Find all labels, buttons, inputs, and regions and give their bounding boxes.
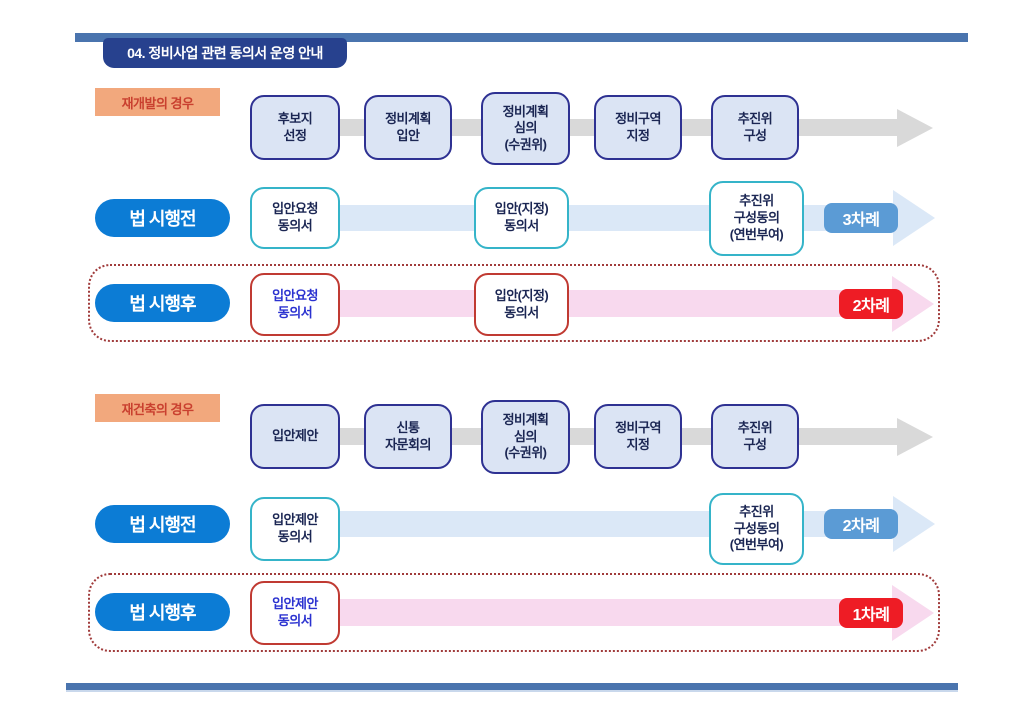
flow-step-plan-draft: 정비계획 입안	[364, 95, 452, 160]
consent-box-proposal: 입안제안 동의서	[250, 497, 340, 561]
phase-pill-after-law: 법 시행후	[95, 284, 230, 322]
consent-box-draft-request-after: 입안요청 동의서	[250, 273, 340, 336]
count-badge-two-times: 2차례	[839, 289, 903, 319]
consent-box-draft-designation-after: 입안(지정) 동의서	[474, 273, 569, 336]
count-badge-three-times: 3차례	[824, 203, 898, 233]
bottom-border-bar	[66, 683, 958, 692]
flow-step-zone-designation-2: 정비구역 지정	[594, 404, 682, 469]
blue-arrowhead-icon	[893, 496, 935, 552]
flow-step-advisory-meeting: 신통 자문회의	[364, 404, 452, 469]
flow-step-candidate-site: 후보지 선정	[250, 95, 340, 160]
section-label-redevelopment: 재개발의 경우	[95, 88, 220, 116]
section-label-reconstruction: 재건축의 경우	[95, 394, 220, 422]
flow-step-plan-review: 정비계획 심의 (수권위)	[481, 92, 570, 165]
phase-pill-before-law-2: 법 시행전	[95, 505, 230, 543]
count-badge-two-times-blue: 2차례	[824, 509, 898, 539]
flow-step-committee-setup-2: 추진위 구성	[711, 404, 799, 469]
flow-step-plan-review-2: 정비계획 심의 (수권위)	[481, 400, 570, 474]
dotted-highlight-frame-2	[88, 573, 940, 652]
phase-pill-before-law: 법 시행전	[95, 199, 230, 237]
consent-box-proposal-after: 입안제안 동의서	[250, 581, 340, 645]
dotted-highlight-frame	[88, 264, 940, 342]
consent-box-committee-consent: 추진위 구성동의 (연번부여)	[709, 181, 804, 256]
gray-arrowhead-icon	[897, 109, 933, 147]
blue-arrowhead-icon	[893, 190, 935, 246]
after-law-timeline-band	[255, 290, 892, 317]
consent-box-committee-consent-2: 추진위 구성동의 (연번부여)	[709, 493, 804, 565]
top-border-bar	[75, 33, 968, 42]
flow-step-draft-proposal: 입안제안	[250, 404, 340, 469]
flow-step-zone-designation: 정비구역 지정	[594, 95, 682, 160]
gray-arrowhead-icon	[897, 418, 933, 456]
slide-title: 04. 정비사업 관련 동의서 운영 안내	[103, 38, 347, 68]
phase-pill-after-law-2: 법 시행후	[95, 593, 230, 631]
count-badge-one-time: 1차례	[839, 598, 903, 628]
consent-box-draft-request: 입안요청 동의서	[250, 187, 340, 249]
after-law-timeline-band-2	[255, 599, 892, 626]
consent-box-draft-designation: 입안(지정) 동의서	[474, 187, 569, 249]
flow-step-committee-setup: 추진위 구성	[711, 95, 799, 160]
